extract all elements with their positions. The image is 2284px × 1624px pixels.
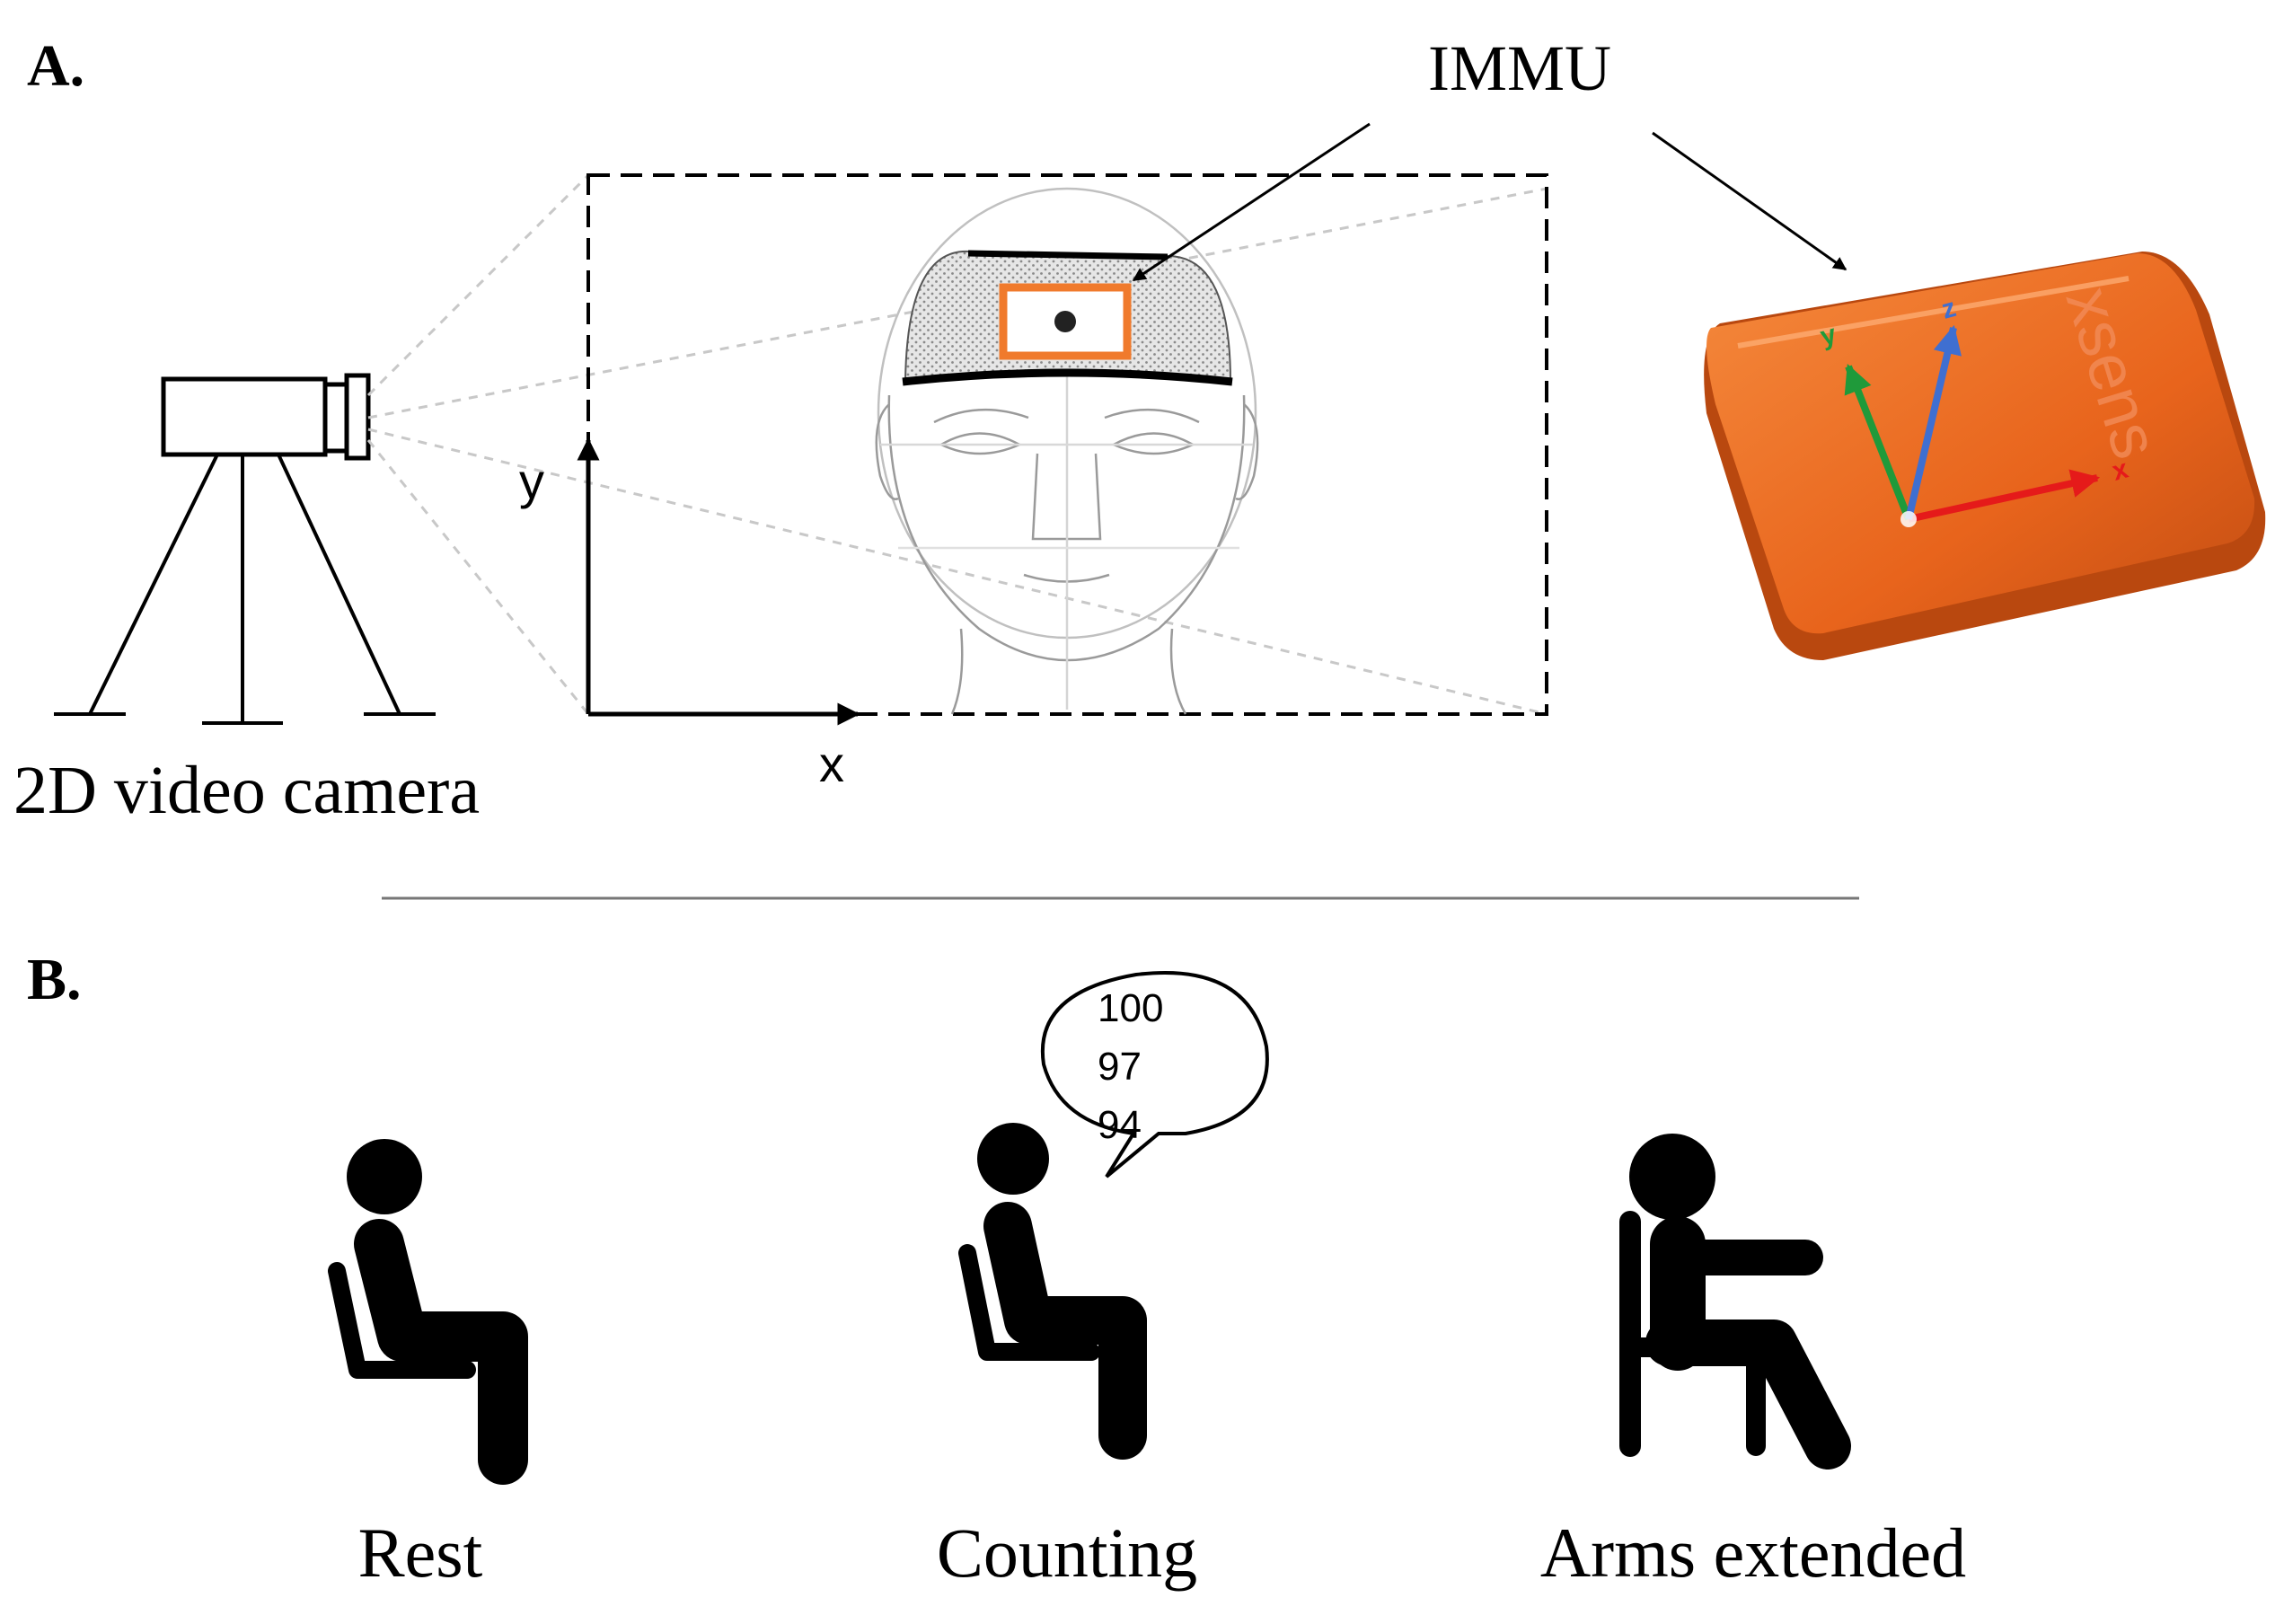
immu-pointer-cap [1132, 122, 1371, 282]
xsens-device-image: x y z xsens [1704, 252, 2266, 660]
camera-label: 2D video camera [13, 753, 480, 828]
speech-number-2: 97 [1098, 1045, 1142, 1089]
camera-icon [161, 373, 371, 461]
tripod-icon [54, 454, 436, 725]
immu-pointer-device [1652, 131, 1847, 271]
speech-number-1: 100 [1098, 986, 1163, 1030]
counting-sitting-person-icon [958, 1123, 1147, 1460]
x-axis-label: x [819, 736, 844, 792]
immu-on-cap [999, 283, 1132, 360]
immu-label: IMMU [1428, 32, 1611, 104]
head-sketch [875, 187, 1259, 715]
caption-rest: Rest [358, 1514, 483, 1592]
caption-arms-extended: Arms extended [1540, 1514, 1966, 1592]
caption-counting: Counting [937, 1514, 1197, 1592]
speech-bubble [1040, 970, 1269, 1178]
y-axis-label: y [519, 453, 544, 509]
speech-number-3: 94 [1098, 1103, 1142, 1147]
arms-extended-sitting-person-icon [1619, 1134, 1851, 1470]
rest-sitting-person-icon [328, 1139, 528, 1485]
panel-a-label: A. [27, 33, 84, 99]
panel-b-label: B. [27, 947, 82, 1012]
